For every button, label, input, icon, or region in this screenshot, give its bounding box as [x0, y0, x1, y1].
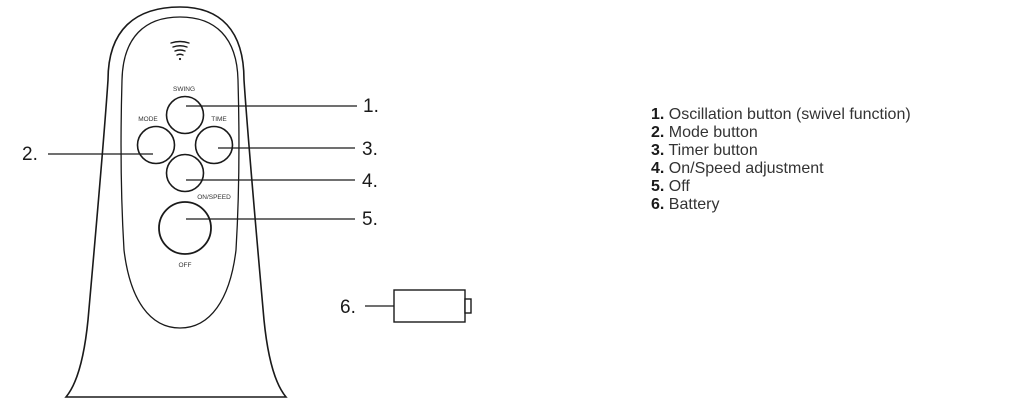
- mode-label: MODE: [138, 116, 158, 123]
- remote-face-panel: [120, 16, 240, 329]
- callout-4: 4.: [362, 171, 378, 192]
- wireless-signal-icon: [170, 40, 190, 61]
- on-speed-button[interactable]: [165, 153, 205, 193]
- legend-item-1: 1. Oscillation button (swivel function): [651, 106, 911, 123]
- legend-item-3: 3. Timer button: [651, 142, 758, 159]
- off-button[interactable]: [158, 201, 212, 255]
- time-button[interactable]: [194, 125, 234, 165]
- time-label: TIME: [211, 116, 227, 123]
- callout-3: 3.: [362, 139, 378, 160]
- legend-item-5: 5. Off: [651, 178, 690, 195]
- remote-body-outline: [64, 6, 288, 398]
- legend-item-4: 4. On/Speed adjustment: [651, 160, 824, 177]
- legend-item-2: 2. Mode button: [651, 124, 758, 141]
- swing-label: SWING: [173, 86, 195, 93]
- off-label: OFF: [179, 262, 192, 269]
- callout-5: 5.: [362, 209, 378, 230]
- callout-1: 1.: [363, 96, 379, 117]
- legend: 1. Oscillation button (swivel function) …: [651, 106, 911, 214]
- battery-icon: [393, 289, 472, 323]
- callout-2: 2.: [22, 144, 38, 165]
- callout-6: 6.: [340, 297, 356, 318]
- mode-button[interactable]: [136, 125, 176, 165]
- swing-button[interactable]: [165, 95, 205, 135]
- legend-item-6: 6. Battery: [651, 196, 720, 213]
- on-speed-label: ON/SPEED: [197, 194, 231, 201]
